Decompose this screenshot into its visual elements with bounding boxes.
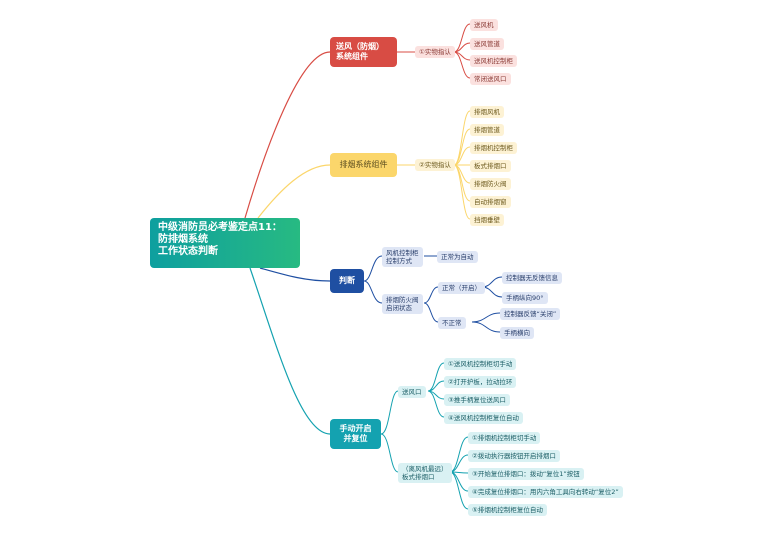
supply-item: 常闭送风口	[470, 73, 511, 85]
link-root-reset	[249, 267, 331, 435]
judge-fan-mode: 风机控制柜 控制方式	[382, 247, 423, 267]
branch-reset: 手动开启 并复位	[330, 419, 381, 449]
reset-vent-step: ③推手柄复位送风口	[444, 394, 510, 406]
root-line-3: 工作状态判断	[158, 246, 218, 257]
reset-exhaust-vent-label: （离风机最远） 板式排烟口	[398, 463, 452, 483]
judge-normal-item: 手柄纵向90°	[502, 292, 548, 304]
exhaust-item: 板式排烟口	[470, 160, 511, 172]
link-judge-normal	[481, 276, 503, 298]
link-root-exhaust	[257, 164, 331, 219]
link-judge-damper	[423, 286, 439, 323]
reset-vent-step: ①送风机控制柜切手动	[444, 358, 517, 370]
judge-damper-state: 排烟防火阀 启闭状态	[382, 294, 423, 314]
reset-vent-label: 送风口	[398, 386, 426, 398]
exhaust-item: 排烟防火阀	[470, 178, 511, 190]
exhaust-item: 排烟管道	[470, 124, 504, 136]
exhaust-item: 排烟风机	[470, 106, 504, 118]
link-root-supply	[244, 51, 331, 219]
exhaust-item: 自动排烟窗	[470, 196, 511, 208]
judge-fan-mode-line-2: 控制方式	[386, 257, 412, 265]
link-reset-exhaust-vent	[449, 436, 469, 510]
reset-vent-step: ②打开护板，拉动拉环	[444, 376, 517, 388]
supply-sub-label: ①实物指认	[415, 46, 455, 58]
reset-exhaust-vent-step: ④完成复位排烟口：用内六角工具向右转动“复位2”	[468, 486, 623, 498]
root-topic: 中级消防员必考鉴定点11： 防排烟系统 工作状态判断	[150, 218, 300, 268]
judge-abnormal-item: 手柄横向	[500, 327, 534, 339]
reset-exhaust-vent-step: ③开始复位排烟口：拨动“复位1”按钮	[468, 468, 584, 480]
supply-item: 送风管道	[470, 38, 504, 50]
branch-supply-line-1: 送风（防烟）	[336, 42, 384, 51]
judge-fan-mode-value: 正常为自动	[437, 251, 478, 263]
judge-abnormal-item: 控制器反馈“关闭”	[500, 308, 561, 320]
reset-exhaust-vent-step: ①排烟机控制柜切手动	[468, 432, 541, 444]
judge-damper-normal: 正常（开启）	[438, 282, 485, 294]
judge-damper-line-1: 排烟防火阀	[386, 296, 419, 304]
supply-item: 送风机	[470, 19, 498, 31]
link-root-judge	[259, 267, 331, 282]
link-exhaust-items	[453, 110, 471, 220]
judge-normal-item: 控制器无反馈信息	[502, 272, 562, 284]
judge-damper-abnormal: 不正常	[438, 317, 466, 329]
reset-exhaust-vent-line-1: （离风机最远）	[402, 465, 448, 473]
judge-damper-line-2: 启闭状态	[386, 304, 412, 312]
judge-fan-mode-line-1: 风机控制柜	[386, 249, 419, 257]
exhaust-item: 排烟机控制柜	[470, 142, 517, 154]
supply-item: 送风机控制柜	[470, 55, 517, 67]
branch-supply-line-2: 系统组件	[336, 52, 368, 61]
reset-vent-step: ④送风机控制柜复位自动	[444, 412, 523, 424]
reset-exhaust-vent-step: ②拨动执行器按钮开启排烟口	[468, 450, 560, 462]
link-judge-abnormal	[471, 312, 501, 333]
root-line-1: 中级消防员必考鉴定点11：	[158, 222, 282, 233]
branch-reset-line-1: 手动开启	[339, 424, 372, 433]
exhaust-item: 挡烟垂壁	[470, 214, 504, 226]
link-judge-subs	[363, 255, 383, 304]
root-line-2: 防排烟系统	[158, 234, 208, 245]
branch-reset-line-2: 并复位	[343, 434, 368, 443]
branch-supply: 送风（防烟） 系统组件	[330, 37, 397, 67]
reset-exhaust-vent-step: ⑤排烟机控制柜复位自动	[468, 504, 547, 516]
link-reset-subs	[380, 390, 399, 473]
link-reset-vent	[427, 362, 445, 418]
branch-judge: 判断	[330, 269, 364, 293]
branch-exhaust: 排烟系统组件	[330, 153, 397, 177]
link-supply-items	[453, 23, 471, 79]
reset-exhaust-vent-line-2: 板式排烟口	[402, 473, 435, 481]
exhaust-sub-label: ②实物指认	[415, 159, 455, 171]
